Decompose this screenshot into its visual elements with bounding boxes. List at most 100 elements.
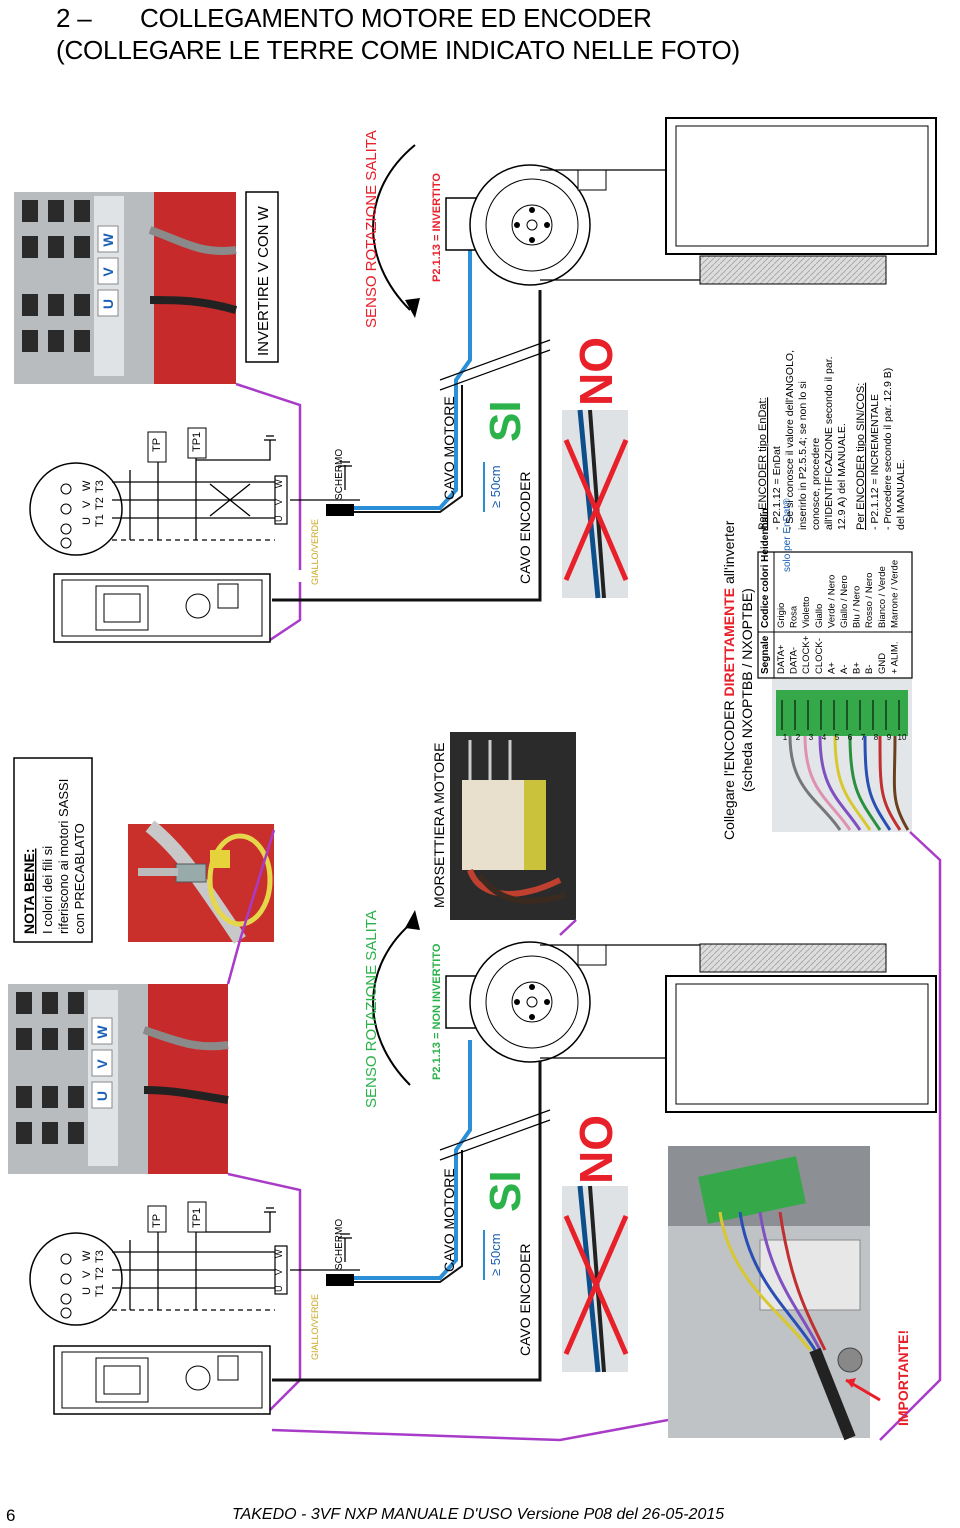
strip-v-top: V <box>274 499 284 505</box>
table-header-color: Codice colori Heidenhain <box>760 508 771 628</box>
sincos-line: del MANUALE. <box>895 459 907 530</box>
sincos-line: - Procedere secondo il par. 12.9 B) <box>882 368 894 530</box>
tp1-label-bottom: TP1 <box>191 1208 203 1228</box>
phase-label-u-bottom: U <box>94 1091 110 1101</box>
encoder-cable-top <box>272 290 542 602</box>
table-cell-color: Blu / Nero <box>852 586 863 628</box>
tp-label-top: TP <box>151 438 163 452</box>
cable-shield-top <box>326 504 354 516</box>
terminal-strip-bottom <box>274 1245 288 1295</box>
strip-u-top: U <box>274 516 284 523</box>
cable-shield-bottom <box>326 1274 354 1286</box>
inverter-drawing-bottom <box>53 1345 271 1415</box>
ground-wire-photo <box>128 820 274 944</box>
table-cell-signal: A- <box>839 665 850 675</box>
header-line-2: (COLLEGARE LE TERRE COME INDICATO NELLE … <box>56 35 740 65</box>
strip-u-bottom: U <box>274 1286 284 1293</box>
importante-label: IMPORTANTE! <box>895 1330 911 1426</box>
phase-label-u-top: U <box>100 299 116 309</box>
terminal-t2-top: T2 <box>94 497 106 510</box>
si-label-top: SI <box>481 400 530 442</box>
table-cell-color: Violetto <box>801 596 812 628</box>
terminal-w-top: W <box>81 480 93 491</box>
inverter-drawing-top <box>53 573 271 643</box>
encoder-cable-bottom <box>272 1060 542 1382</box>
tp-box-bottom <box>147 1205 167 1233</box>
terminal-number: 3 <box>809 733 814 742</box>
encoder-connector-photo <box>772 676 912 832</box>
tp-label-bottom: TP <box>151 1214 163 1228</box>
terminal-number: 6 <box>848 733 853 742</box>
table-cell-signal: GND <box>877 653 888 674</box>
wiring-lines-top <box>112 435 360 541</box>
table-header-signal: Segnale <box>760 635 771 674</box>
purple-wire-bottom <box>227 1172 302 1411</box>
table-cell-signal: + ALIM. <box>889 642 900 674</box>
table-cell-signal: B+ <box>852 662 863 674</box>
si-label-bottom: SI <box>481 1170 530 1212</box>
endat-line: - P2.1.12 = EnDat <box>771 446 783 530</box>
endat-line: all'IDENTIFICAZIONE secondo il par. <box>823 356 835 530</box>
terminal-number: 7 <box>861 733 866 742</box>
encoder-note-line-2: (scheda NXOPTBB / NXOPTBE) <box>739 588 755 792</box>
encoder-note-line-1: Collegare l'ENCODER DIRETTAMENTE all'inv… <box>721 520 737 840</box>
header-line-1: 2 –COLLEGAMENTO MOTORE ED ENCODER <box>56 2 740 34</box>
endat-line: - Se si conosce il valore dell'ANGOLO, <box>784 350 796 530</box>
solo-per-label: solo per EnDat® <box>782 498 793 572</box>
tp-box-top <box>147 431 167 463</box>
sincos-line: - P2.1.12 = INCREMENTALE <box>869 394 881 530</box>
table-cell-color: Rosa <box>789 605 800 628</box>
purple-wire-mid <box>226 829 276 985</box>
nota-line-2: riferiscono ai motori SASSI <box>56 779 71 934</box>
no-label-top: NO <box>570 337 622 406</box>
terminal-v-bottom: V <box>81 1270 93 1278</box>
table-cell-color: Rosso / Nero <box>864 573 875 628</box>
terminal-u-bottom: U <box>81 1287 93 1295</box>
cavo-encoder-label-top: CAVO ENCODER <box>517 471 533 584</box>
table-cell-color: Giallo <box>814 604 825 628</box>
wiring-lines-bottom <box>112 1207 360 1311</box>
motor-terminal-block-bottom: U V W T1 T2 T3 <box>29 1232 123 1326</box>
table-cell-color: Giallo / Nero <box>839 575 850 628</box>
section-number: 2 – <box>56 3 92 33</box>
sincos-title: Per ENCODER tipo SIN/COS: <box>855 383 867 530</box>
phase-label-v-top: V <box>100 267 116 277</box>
cavo-motore-label-bottom: CAVO MOTORE <box>441 1168 457 1272</box>
terminal-number: 9 <box>887 733 892 742</box>
nota-line-1: I colori dei fili si <box>40 846 55 934</box>
terminal-t3-top: T3 <box>94 480 106 493</box>
encoder-setup-notes: Per ENCODER tipo EnDat:- P2.1.12 = EnDat… <box>757 350 907 530</box>
table-cell-signal: B- <box>864 665 875 675</box>
wrong-cable-photo-bottom <box>562 1185 629 1373</box>
schermo-label-top: SCHERMO <box>334 449 345 500</box>
tp1-box-bottom <box>187 1201 207 1233</box>
footer-text: TAKEDO - 3VF NXP MANUALE D'USO Versione … <box>232 1506 725 1523</box>
terminal-number: 10 <box>898 733 907 742</box>
cavo-motore-label-top: CAVO MOTORE <box>441 396 457 500</box>
rotation-arrow-top <box>372 144 416 311</box>
param-label-bottom: P2.1.13 = NON INVERTITO <box>431 943 443 1080</box>
rotation-label-bottom: SENSO ROTAZIONE SALITA <box>363 910 380 1108</box>
nota-title: NOTA BENE: <box>21 848 37 934</box>
tp1-label-top: TP1 <box>191 432 203 452</box>
phase-label-w-bottom: W <box>94 1025 110 1039</box>
distance-label-top: ≥ 50cm <box>488 465 503 508</box>
terminal-strip-top <box>274 475 288 525</box>
terminal-t2-bottom: T2 <box>94 1267 106 1280</box>
tp1-box-top <box>187 427 207 459</box>
giallo-verde-label-top: GIALLO/VERDE <box>310 519 320 585</box>
invert-label-box: INVERTIRE V CON W <box>245 191 279 363</box>
terminal-number: 4 <box>822 733 827 742</box>
nota-bene-box: NOTA BENE: I colori dei fili si riferisc… <box>13 757 93 943</box>
table-cell-color: Bianco / Verde <box>877 566 888 628</box>
strip-w-top: W <box>274 479 284 488</box>
motor-cable-top <box>354 250 472 510</box>
terminal-number: 2 <box>796 733 801 742</box>
terminal-number: 8 <box>874 733 879 742</box>
rotation-arrow-bottom <box>372 919 416 1086</box>
terminal-number: 1 <box>783 733 788 742</box>
contactor-photo-top: W V U <box>14 192 238 384</box>
